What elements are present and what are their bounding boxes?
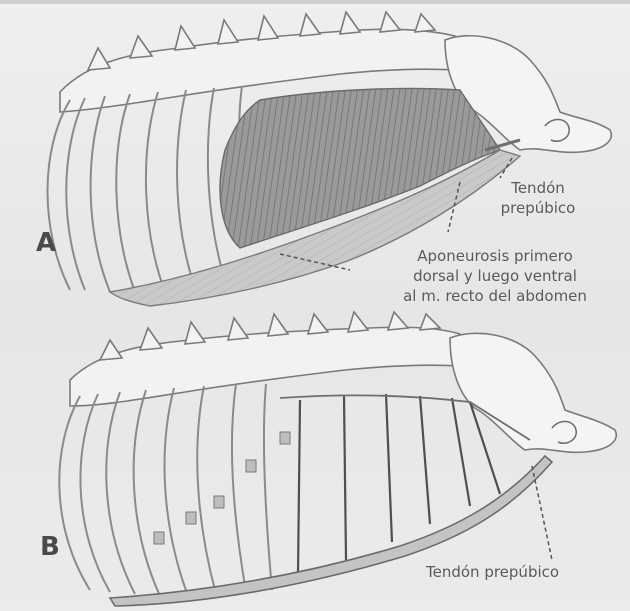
tendon-label-a-line2: prepúbico (478, 198, 598, 218)
tendon-label-b: Tendón prepúbico (426, 562, 559, 582)
ribs-b (59, 384, 272, 596)
pelvis-b (450, 333, 616, 452)
aponeurosis-label-a: Aponeurosis primero dorsal y luego ventr… (370, 246, 620, 306)
tendon-label-a: Tendón prepúbico (478, 178, 598, 218)
panel-a-letter: A (36, 228, 56, 258)
aponeurosis-label-a-line3: al m. recto del abdomen (370, 286, 620, 306)
panel-b-letter: B (40, 532, 60, 562)
aponeurosis-label-a-line2: dorsal y luego ventral (370, 266, 620, 286)
aponeurosis-label-a-line1: Aponeurosis primero (370, 246, 620, 266)
tendon-label-a-line1: Tendón (478, 178, 598, 198)
ventral-band-b (110, 456, 552, 606)
